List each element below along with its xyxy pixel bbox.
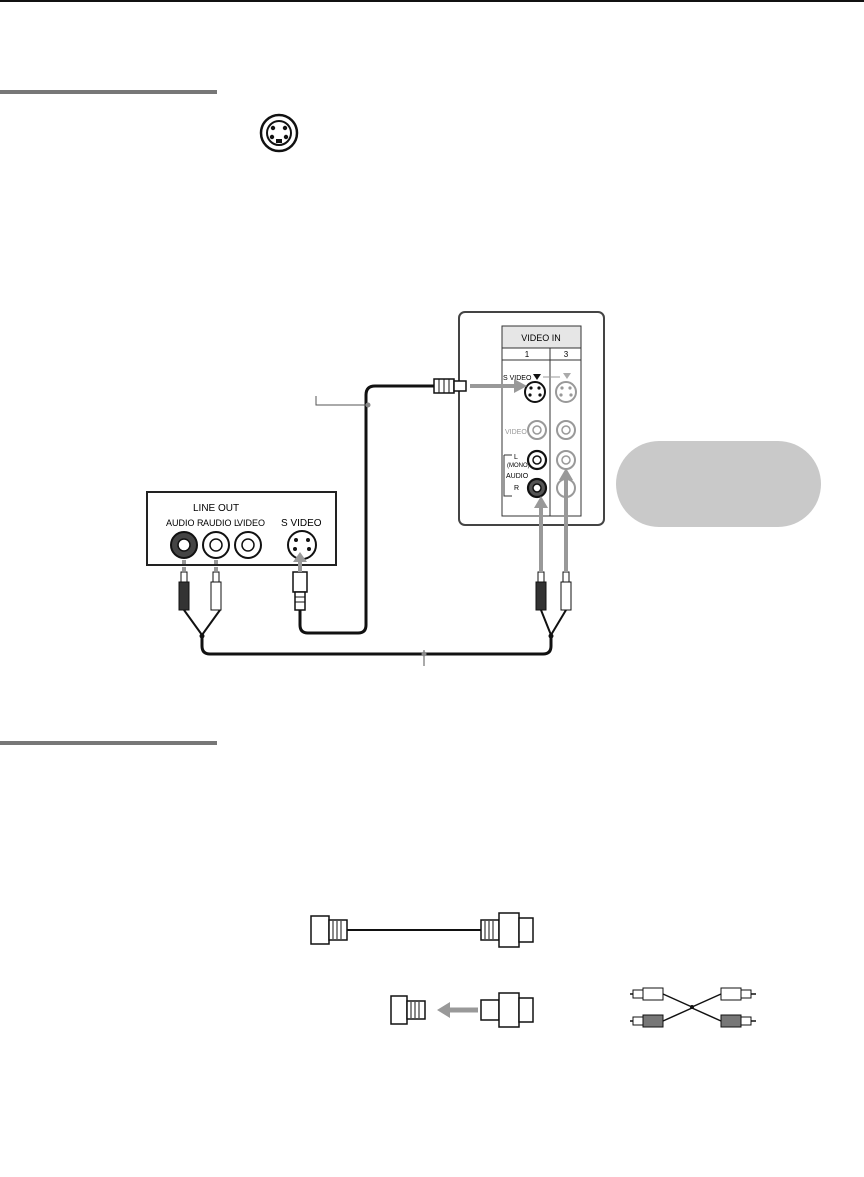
note-box [616,441,821,527]
section-rule-1 [0,90,217,94]
audio-l-label: L [514,454,518,461]
s-video-cable [292,378,467,635]
video-in-label: VIDEO [505,429,527,436]
mono-label: (MONO) [507,463,530,469]
section-rule-2 [0,741,217,745]
top-rule [0,0,864,2]
device-line-out-panel: LINE OUT AUDIO R AUDIO L VIDEO S VIDEO [146,491,337,566]
audio-r-out-label: AUDIO R [166,518,204,528]
audio-r-label: R [514,485,519,492]
video-in-col-1: 1 [525,350,530,359]
line-out-label: LINE OUT [193,503,239,514]
s-video-in-label: S VIDEO [503,375,532,382]
s-video-out-label: S VIDEO [281,518,322,529]
audio-cable [178,571,572,666]
audio-label: AUDIO [506,473,529,480]
video-in-col-3: 3 [564,350,569,359]
video-in-header: VIDEO IN [521,333,561,343]
vga-adapter-icon [390,992,534,1028]
audio-l-out-label: AUDIO L [203,518,239,528]
connection-arrows [182,379,573,572]
s-video-jack-icon [259,113,299,153]
vga-cable-icon [310,912,534,948]
video-out-label: VIDEO [237,518,265,528]
rca-audio-cable-icon [630,987,756,1028]
